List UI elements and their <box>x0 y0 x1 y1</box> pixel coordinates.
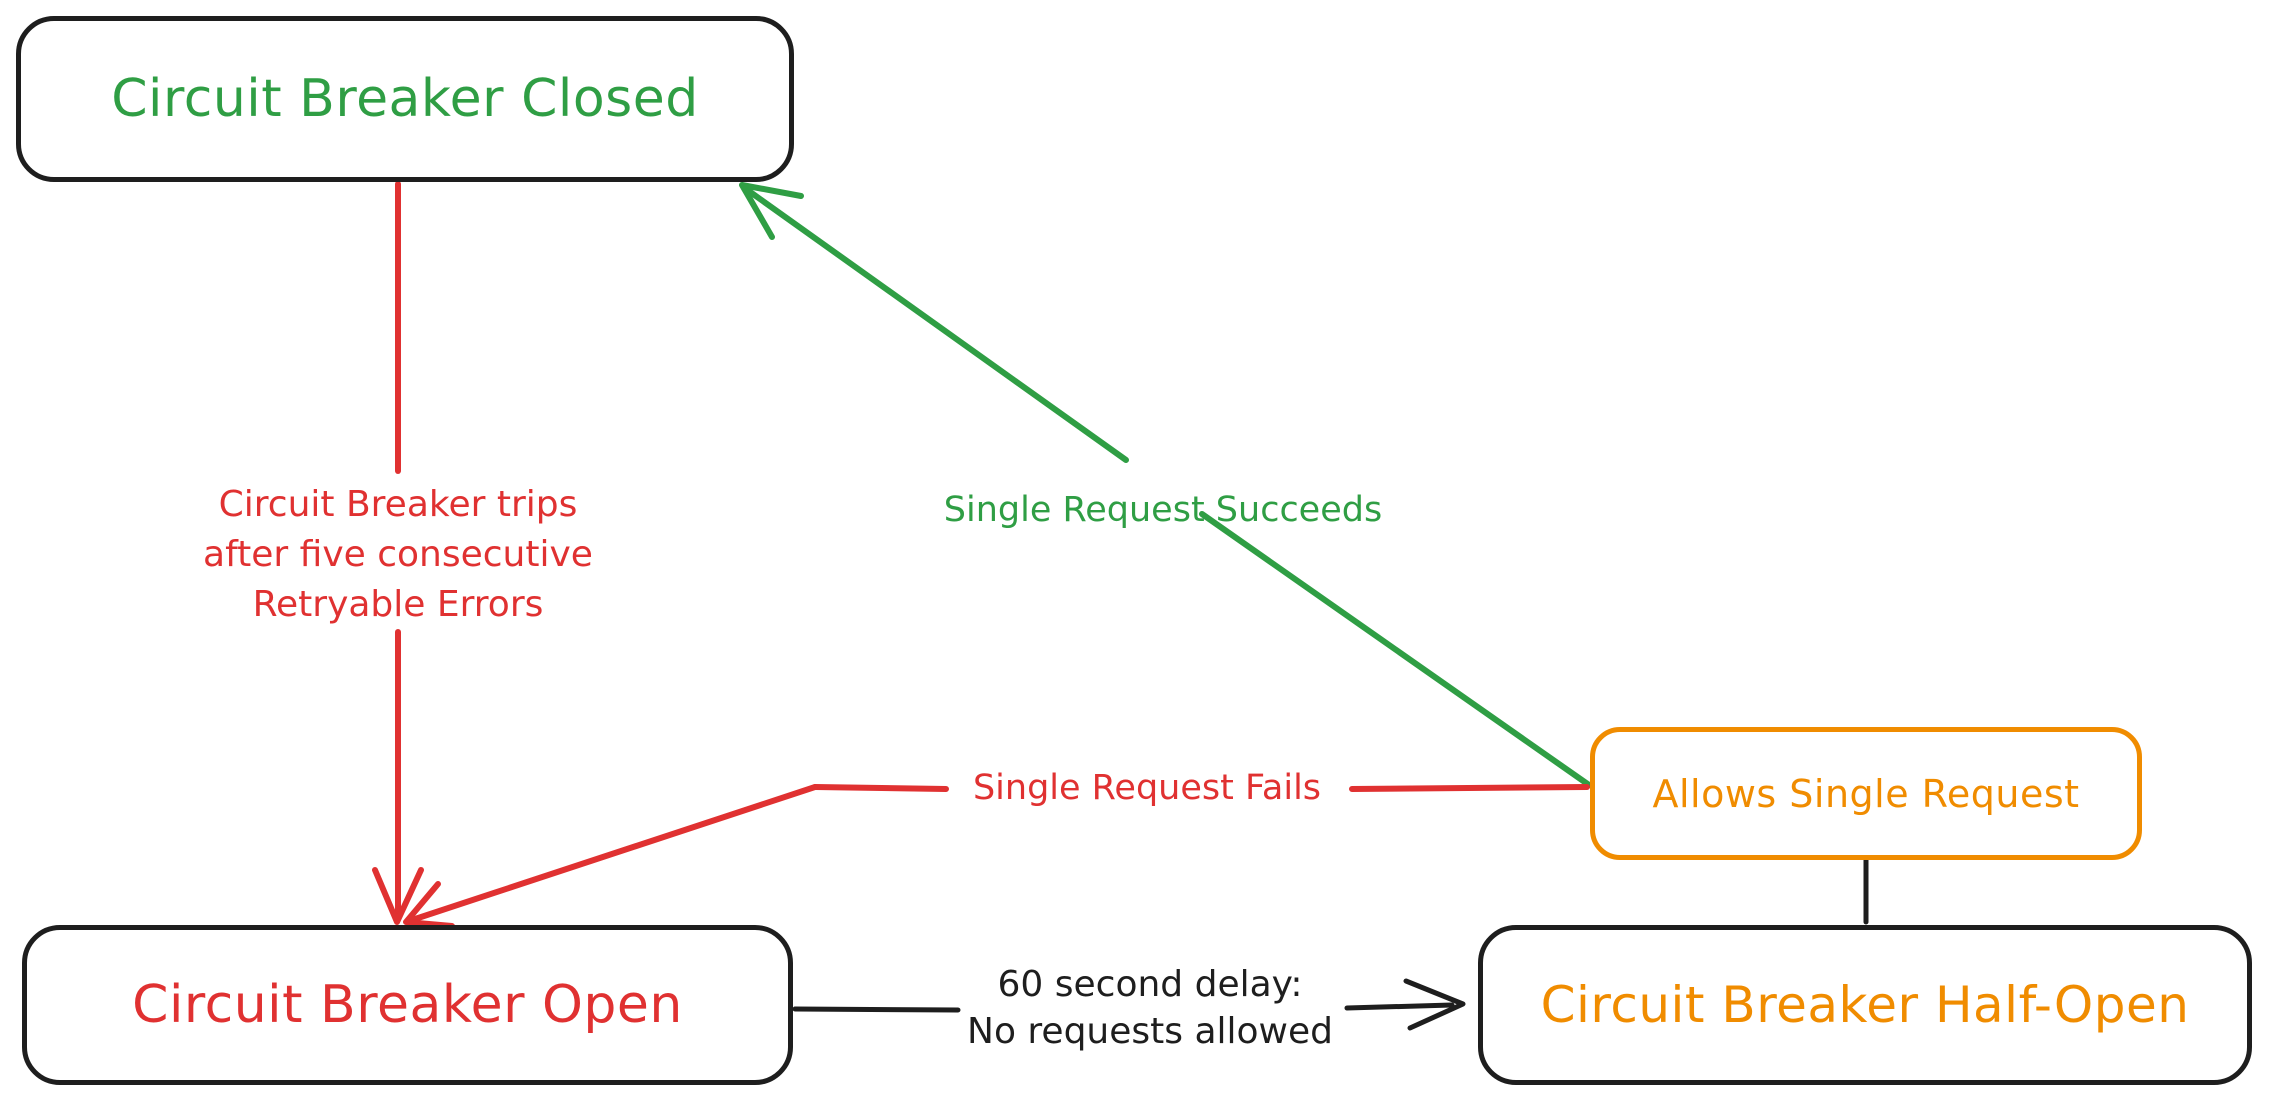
node-circuit-breaker-half-open-label: Circuit Breaker Half-Open <box>1540 976 2190 1034</box>
edge-succeeds-segment-top <box>743 186 1129 463</box>
node-circuit-breaker-open-label: Circuit Breaker Open <box>132 975 683 1035</box>
node-allows-single-request: Allows Single Request <box>1590 727 2142 860</box>
edge-fails-segment-right <box>1349 784 1590 792</box>
edge-label-trip-line-1: Circuit Breaker trips <box>218 484 578 525</box>
edge-trip-arrowhead-icon <box>372 867 424 925</box>
edge-succeeds-arrowhead-icon <box>739 182 804 240</box>
edge-label-single-request-succeeds: Single Request Succeeds <box>943 490 1383 530</box>
edge-fails-arrowhead-icon <box>403 881 455 929</box>
node-circuit-breaker-half-open: Circuit Breaker Half-Open <box>1478 925 2252 1085</box>
edge-delay-segment-left <box>792 1006 961 1013</box>
edge-label-delay-line-2: No requests allowed <box>967 1011 1333 1052</box>
node-allows-single-request-label: Allows Single Request <box>1652 771 2080 816</box>
node-circuit-breaker-closed: Circuit Breaker Closed <box>16 16 794 182</box>
edge-succeeds-arrow <box>739 182 1592 788</box>
edge-label-trip-line-2: after five consecutive <box>203 534 593 575</box>
edge-label-single-request-fails: Single Request Fails <box>972 768 1322 808</box>
edge-label-delay: 60 second delay: No requests allowed <box>967 961 1333 1055</box>
node-circuit-breaker-closed-label: Circuit Breaker Closed <box>111 69 699 129</box>
edge-fails-segment-mid <box>812 784 949 792</box>
edge-label-trip: Circuit Breaker trips after five consecu… <box>203 480 593 630</box>
edge-fails-segment-diagonal <box>409 784 818 923</box>
edge-label-delay-line-1: 60 second delay: <box>997 964 1303 1005</box>
edge-succeeds-segment-bottom <box>1199 511 1592 788</box>
edge-delay-arrowhead-icon <box>1403 978 1466 1031</box>
edge-label-trip-line-3: Retryable Errors <box>252 584 544 625</box>
node-circuit-breaker-open: Circuit Breaker Open <box>22 925 793 1085</box>
edge-delay-segment-right <box>1344 1002 1455 1011</box>
